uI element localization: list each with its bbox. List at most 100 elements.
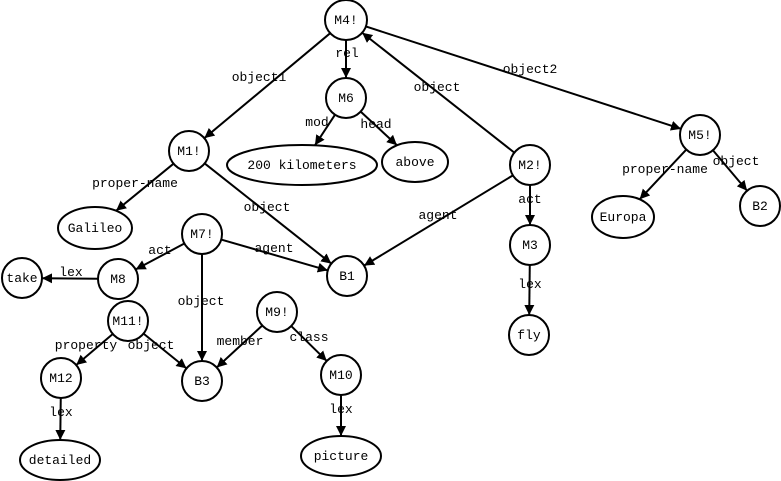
edge-arrow <box>204 162 332 265</box>
node-label: M2! <box>518 158 541 173</box>
edge-m2-m3: act <box>518 185 542 225</box>
edge-arrow <box>524 264 535 316</box>
edge-arrow <box>290 325 328 362</box>
edge-label-lex: lex <box>59 265 83 280</box>
node-shape-ellipse <box>300 435 382 477</box>
edge-m5-b2: object <box>712 149 760 192</box>
node-label: M3 <box>522 238 538 253</box>
edge-arrow <box>712 149 748 192</box>
edge-label-object2: object2 <box>503 62 558 77</box>
edge-m6-above: head <box>359 110 398 146</box>
node-label: take <box>6 271 37 286</box>
node-b3: B3 <box>181 360 223 402</box>
node-m4: M4! <box>324 0 368 41</box>
edge-m4-m1: object1 <box>203 32 331 139</box>
node-take: take <box>1 257 43 299</box>
node-m9: M9! <box>256 291 298 333</box>
edge-m5-europa: proper-name <box>622 148 708 200</box>
edge-label-member: member <box>217 334 264 349</box>
edge-label-agent: agent <box>418 208 457 223</box>
node-shape-ellipse <box>591 195 655 239</box>
edge-label-object: object <box>414 80 461 95</box>
node-m12: M12 <box>40 357 82 399</box>
edge-m10-picture: lex <box>329 395 353 436</box>
edge-label-class: class <box>289 330 328 345</box>
edge-m9-b3: member <box>216 324 264 369</box>
node-shape-circle <box>1 257 43 299</box>
node-label: M1! <box>177 144 200 159</box>
edge-m7-b3: object <box>178 254 224 361</box>
node-label: Galileo <box>68 221 123 236</box>
edge-label-lex: lex <box>329 402 353 417</box>
node-shape-circle <box>256 291 298 333</box>
edge-m6-200km: mod <box>305 114 336 146</box>
node-label: B1 <box>339 269 355 284</box>
edge-arrow <box>359 110 398 146</box>
edge-arrow <box>142 332 188 370</box>
node-label: M4! <box>334 13 357 28</box>
node-label: detailed <box>29 453 91 468</box>
node-shape-circle <box>324 0 368 41</box>
node-shape-circle <box>508 314 550 356</box>
node-fly: fly <box>508 314 550 356</box>
node-label: Europa <box>600 210 647 225</box>
node-label: M7! <box>190 227 213 242</box>
edge-label-proper-name: proper-name <box>92 176 178 191</box>
edge-label-act: act <box>148 243 171 258</box>
edge-label-object: object <box>128 338 175 353</box>
node-m2: M2! <box>509 144 551 186</box>
node-shape-ellipse <box>19 439 101 481</box>
node-shape-circle <box>679 114 721 156</box>
edge-label-object: object <box>244 200 291 215</box>
node-shape-circle <box>509 224 551 266</box>
node-shape-circle <box>40 357 82 399</box>
edge-arrow <box>115 162 175 212</box>
node-shape-circle <box>320 354 362 396</box>
edge-label-act: act <box>518 192 541 207</box>
edge-arrow <box>203 32 331 139</box>
edge-arrow <box>135 242 185 271</box>
node-label: M9! <box>265 305 288 320</box>
edge-arrow <box>638 148 688 200</box>
edge-m1-b1: object <box>204 162 332 265</box>
node-m10: M10 <box>320 354 362 396</box>
edge-label-lex: lex <box>49 405 73 420</box>
node-galileo: Galileo <box>57 206 133 250</box>
node-shape-ellipse <box>381 141 449 183</box>
edge-arrow <box>314 114 336 146</box>
node-label: B3 <box>194 374 210 389</box>
node-label: above <box>395 155 434 170</box>
node-europa: Europa <box>591 195 655 239</box>
node-shape-circle <box>107 300 149 342</box>
edge-m9-m10: class <box>289 325 329 362</box>
edge-arrow <box>365 25 682 131</box>
node-shape-circle <box>181 213 223 255</box>
node-detailed: detailed <box>19 439 101 481</box>
node-b2: B2 <box>739 185 781 227</box>
node-shape-ellipse <box>226 144 378 186</box>
edge-m12-detailed: lex <box>49 397 73 441</box>
edge-m8-take: lex <box>41 265 99 284</box>
node-label: M10 <box>329 368 352 383</box>
node-m5: M5! <box>679 114 721 156</box>
node-label: picture <box>314 449 369 464</box>
node-shape-circle <box>97 258 139 300</box>
node-label: 200 kilometers <box>247 158 356 173</box>
edge-arrow <box>75 333 114 366</box>
node-label: M11! <box>112 314 143 329</box>
edge-m4-m6: rel <box>335 40 359 78</box>
edge-label-object: object <box>713 154 760 169</box>
node-shape-circle <box>326 255 368 297</box>
node-m3: M3 <box>509 224 551 266</box>
edge-m1-galileo: proper-name <box>92 162 178 212</box>
edge-m7-m8: act <box>135 242 185 271</box>
node-shape-ellipse <box>57 206 133 250</box>
node-label: M5! <box>688 128 711 143</box>
node-m7: M7! <box>181 213 223 255</box>
edge-label-object1: object1 <box>232 70 287 85</box>
node-m8: M8 <box>97 258 139 300</box>
edge-label-lex: lex <box>518 277 542 292</box>
edge-m2-m4: object <box>361 31 515 154</box>
